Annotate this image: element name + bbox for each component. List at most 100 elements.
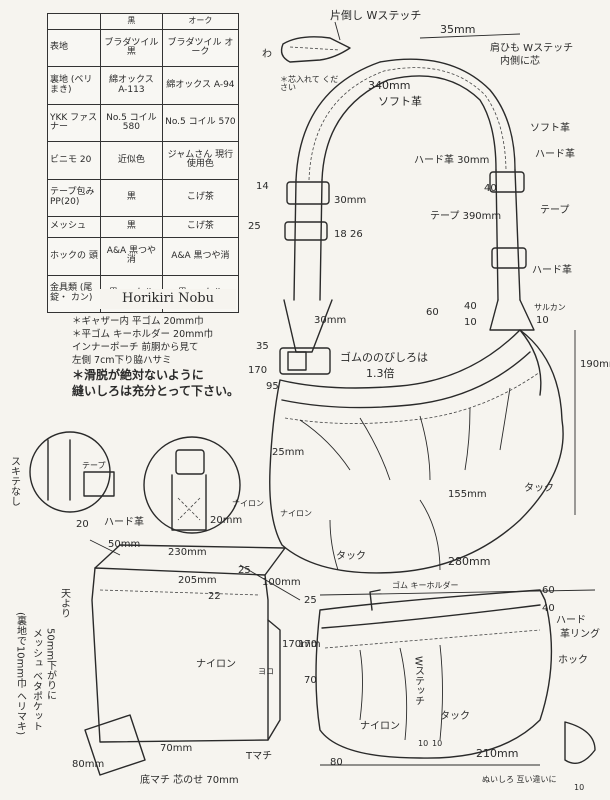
buckle-hole xyxy=(287,351,307,371)
bag-body xyxy=(269,329,564,574)
pouch-dim-22: 22 xyxy=(208,591,221,602)
shoulder-note: 肩ひも Wステッチ xyxy=(490,43,574,54)
nylon-label-2: ナイロン xyxy=(280,509,312,518)
strap-fold-sketch xyxy=(280,36,351,63)
strap-tab-right xyxy=(489,299,535,331)
bottom-gusset-label: 底マチ 芯のせ 70mm xyxy=(140,775,239,786)
dim-60: 60 xyxy=(426,307,439,318)
dim-155: 155mm xyxy=(448,489,487,500)
bag-width: 280mm xyxy=(448,555,491,568)
gather-note: ゴムののびしろは xyxy=(340,351,428,364)
dim-100: 100mm xyxy=(262,577,301,588)
dim-40b: 40 xyxy=(464,301,477,312)
inner-tuck-label: タック xyxy=(440,711,470,722)
inner-dim-10b: 10 xyxy=(432,739,443,748)
tape390-label: テープ 390mm xyxy=(430,211,502,222)
table-header-row: 黒 オーク xyxy=(47,13,240,30)
inner-dim-80: 80 xyxy=(330,757,343,768)
double-stitch-label: Wステッチ xyxy=(412,656,424,706)
dim-25mm: 25mm xyxy=(272,447,305,458)
pouch-dim-170: 170mm xyxy=(282,639,321,650)
note-line: ＊ギャザー内 平ゴム 20mm巾 xyxy=(72,316,204,327)
detail-1-pocket xyxy=(83,471,115,497)
soft-leather-label: ソフト革 xyxy=(530,123,570,134)
strap-length-label: 340mm xyxy=(368,79,411,92)
pouch-zip xyxy=(99,589,261,596)
strap-fold-stitch xyxy=(289,46,341,51)
tape-label: テープ xyxy=(540,205,570,216)
dim-25: 25 xyxy=(248,221,261,232)
construction-notes: ＊ギャザー内 平ゴム 20mm巾 ＊平ゴム キーホルダー 20mm巾 インナーポ… xyxy=(72,316,272,400)
dim-10: 10 xyxy=(464,317,477,328)
inner-bag-zip xyxy=(321,604,541,629)
inner-dim-10c: 10 xyxy=(574,783,585,792)
pouch-side xyxy=(267,619,281,741)
inner-dim-170: 170 xyxy=(298,639,318,650)
pouch-gusset-label: Tマチ xyxy=(246,751,273,762)
tuck-label-2: タック xyxy=(336,551,366,562)
bag-body-seams xyxy=(329,499,441,571)
dim-40: 40 xyxy=(484,183,497,194)
detail-2-tab xyxy=(171,474,207,531)
detail-tape-label: テープ xyxy=(82,461,106,470)
pouch-dim-50: 50mm xyxy=(108,539,141,550)
bag-zip-line xyxy=(281,351,531,409)
pouch-note-1: 天より xyxy=(58,588,70,618)
pouch-zip-pull xyxy=(89,539,121,556)
note-line: 左側 7cm下り脇ハサミ xyxy=(72,354,172,366)
strap-stitch-label: 片倒し Wステッチ xyxy=(330,9,422,22)
strap-stitch xyxy=(308,67,507,181)
leather-ring xyxy=(564,721,596,764)
hard30-label: ハード革 30mm xyxy=(414,155,490,166)
pouch-note-4: (裏地で10mm巾 ヘリマキ) xyxy=(14,612,26,736)
shoulder-note-2: 内側に芯 xyxy=(500,56,540,67)
dim-30b: 30mm xyxy=(314,315,347,326)
color-col-oak: オーク xyxy=(161,13,240,30)
buckle-top xyxy=(286,181,330,205)
gather-folds xyxy=(299,387,511,481)
dim-170: 170 xyxy=(248,365,268,376)
inner-nylon-label: ナイロン xyxy=(360,721,400,732)
pouch-hard-label: ハード革 xyxy=(104,517,144,528)
sarukan-label: サルカン xyxy=(534,303,566,312)
hard-leather-label: ハード革 xyxy=(535,149,575,160)
detail-1-strap xyxy=(47,439,71,501)
strap-inner xyxy=(321,75,497,181)
dim-30: 30mm xyxy=(334,195,367,206)
side-tab xyxy=(519,329,542,396)
dim-35: 35 xyxy=(256,341,269,352)
hook-label: ホック xyxy=(558,655,588,666)
pouch-dim-70: 70mm xyxy=(160,743,193,754)
main-buckle xyxy=(279,347,331,375)
pouch-note-3: メッシュ ベタポケット xyxy=(30,628,42,732)
inner-dim-60: 60 xyxy=(542,585,555,596)
pouch-note-2: 50mm下がりに xyxy=(44,628,56,701)
author-credit: Horikiri Nobu xyxy=(100,289,236,309)
buckle-mid xyxy=(284,221,328,241)
dim-18: 18 xyxy=(334,229,347,240)
table-row: テープ包み PP(20)黒こげ茶 xyxy=(47,178,240,217)
note-line: インナーポーチ 前胴から見て xyxy=(72,341,199,353)
gather-ratio: 1.3倍 xyxy=(366,367,395,380)
tuck-label: タック xyxy=(524,483,554,494)
dim-25b: 25 xyxy=(238,565,251,576)
strap-width-label: 35mm xyxy=(440,23,476,36)
bag-height: 190mm xyxy=(580,359,610,370)
note-line: ＊平ゴム キーホルダー 20mm巾 xyxy=(72,328,214,340)
pouch-top xyxy=(94,544,286,576)
pouch-dim-230: 230mm xyxy=(168,547,207,558)
bottom-gusset xyxy=(84,714,146,776)
table-row: メッシュ黒こげ茶 xyxy=(47,215,240,239)
pouch-dim-80: 80mm xyxy=(72,759,105,770)
inner-dim-10: 10 xyxy=(418,739,429,748)
width-dim xyxy=(319,589,596,596)
nylon-label: ナイロン xyxy=(232,499,264,508)
buckle-right-mid xyxy=(491,247,527,269)
table-row: 表地ブラダツイル 黒ブラダツイル オーク xyxy=(47,28,240,68)
pouch-nylon-label: ナイロン xyxy=(196,659,236,670)
inner-dim-40: 40 xyxy=(542,603,555,614)
inner-bag-stitch xyxy=(324,629,541,649)
detail-circle-2 xyxy=(143,436,241,534)
